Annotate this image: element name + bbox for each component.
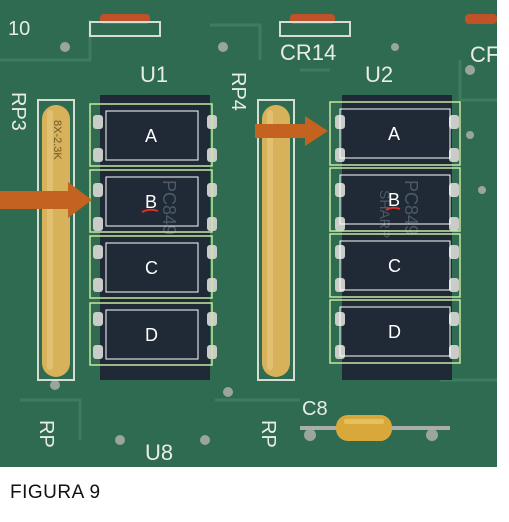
chip-u2: PC849 SHARP — [335, 95, 459, 380]
right-label-b: B — [388, 190, 400, 210]
left-b-red-mark — [141, 208, 159, 213]
silk-cr14: CR14 — [280, 40, 336, 65]
right-label-d: D — [388, 322, 401, 342]
resistor-network-left: 8X-2.3K — [37, 99, 75, 381]
silk-rp3: RP3 — [7, 92, 29, 131]
silk-rp-right: RP — [257, 420, 279, 448]
silk-u8: U8 — [145, 440, 173, 465]
left-label-a: A — [145, 126, 157, 146]
silk-u2: U2 — [365, 62, 393, 87]
capacitor-c8 — [300, 415, 450, 441]
pcb-traces — [0, 20, 497, 440]
silk-u1: U1 — [140, 62, 168, 87]
resistor-network-right — [257, 99, 295, 381]
chip-u2-brand: SHARP — [377, 190, 393, 238]
right-b-red-mark — [385, 206, 401, 211]
left-label-c: C — [145, 258, 158, 278]
right-highlight-boxes — [329, 101, 461, 364]
top-diodes — [89, 14, 497, 37]
resistor-print: 8X-2.3K — [51, 120, 63, 160]
chip-u1: PC849 — [93, 95, 217, 380]
left-label-b: B — [145, 192, 157, 212]
silk-rp-left: RP — [35, 420, 57, 448]
silk-c8: C8 — [302, 398, 328, 420]
right-label-a: A — [388, 124, 400, 144]
figure-caption: FIGURA 9 — [10, 482, 101, 503]
left-label-d: D — [145, 325, 158, 345]
silk-rp4: RP4 — [227, 72, 249, 111]
right-label-c: C — [388, 256, 401, 276]
arrow-right-to-a — [255, 116, 328, 146]
circuit-board-photo: 10 CR14 CF U1 U2 RP3 RP4 RP RP U8 C8 8X-… — [0, 0, 497, 467]
arrow-left-to-b — [0, 182, 92, 218]
silk-cr-partial: CF — [470, 42, 497, 67]
chip-u2-print: PC849 — [401, 180, 421, 235]
pcb-vias — [50, 42, 486, 445]
chip-u1-print: PC849 — [159, 180, 179, 235]
silk-ten: 10 — [8, 18, 30, 40]
